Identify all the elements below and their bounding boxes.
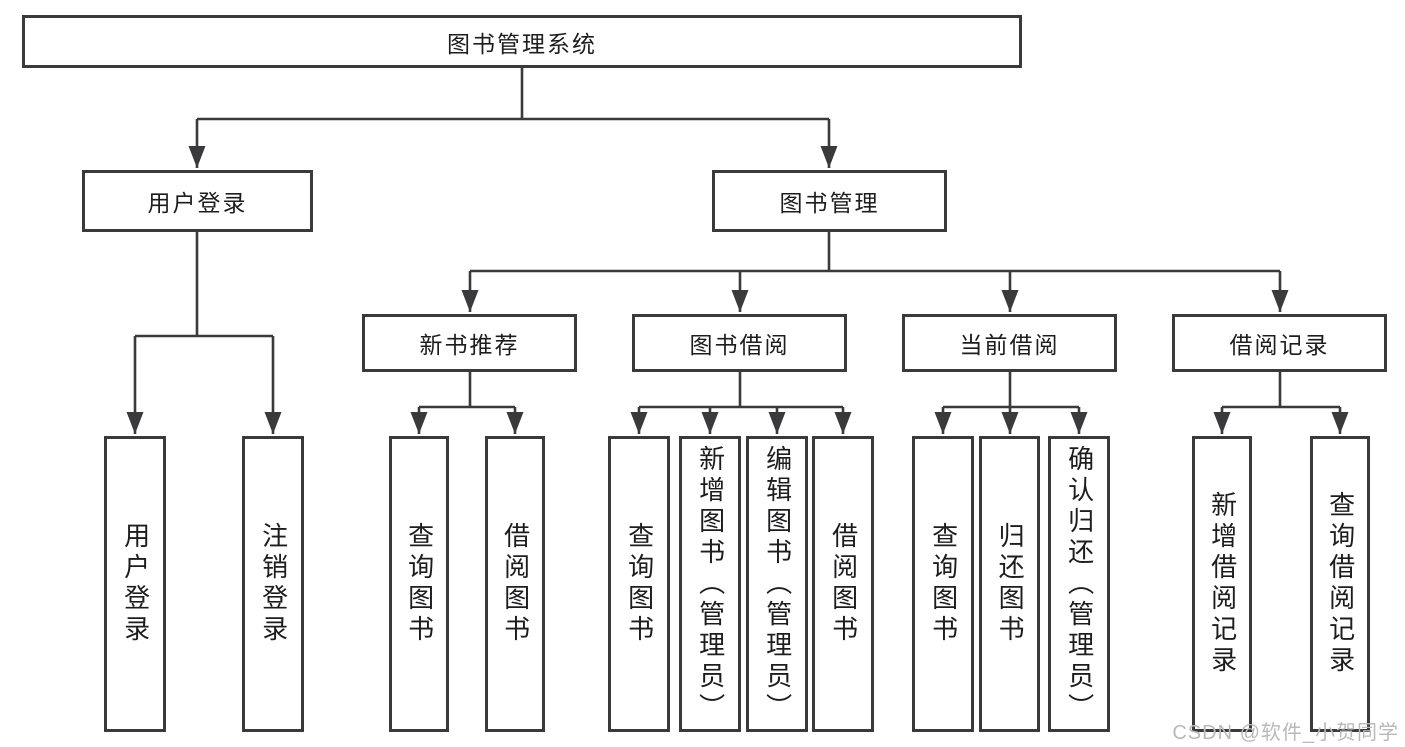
leaf-confirm-return-admin: 确认归还（管理员） <box>1048 436 1110 732</box>
leaf-return-books: 归还图书 <box>979 436 1040 732</box>
leaf-edit-book-admin: 编辑图书（管理员） <box>746 436 808 732</box>
node-current-borrowing: 当前借阅 <box>902 314 1117 372</box>
leaf-logout: 注销登录 <box>242 436 304 732</box>
node-user-login: 用户登录 <box>82 170 313 232</box>
node-book-management: 图书管理 <box>712 170 947 232</box>
leaf-add-borrow-record: 新增借阅记录 <box>1192 436 1252 732</box>
leaf-query-books: 查询图书 <box>608 436 670 732</box>
leaf-borrow-books: 借阅图书 <box>812 436 874 732</box>
leaf-borrow-books: 借阅图书 <box>485 436 545 732</box>
node-book-borrowing: 图书借阅 <box>632 314 847 372</box>
csdn-watermark: CSDN @软件_小贺同学 <box>1172 722 1399 744</box>
leaf-user-login: 用户登录 <box>104 436 166 732</box>
leaf-query-borrow-record: 查询借阅记录 <box>1310 436 1370 732</box>
leaf-add-book-admin: 新增图书（管理员） <box>679 436 741 732</box>
node-new-book-recommend: 新书推荐 <box>362 314 577 372</box>
leaf-query-books: 查询图书 <box>389 436 449 732</box>
node-library-system-root: 图书管理系统 <box>22 15 1022 68</box>
leaf-query-books: 查询图书 <box>912 436 974 732</box>
node-borrowing-records: 借阅记录 <box>1172 314 1387 372</box>
